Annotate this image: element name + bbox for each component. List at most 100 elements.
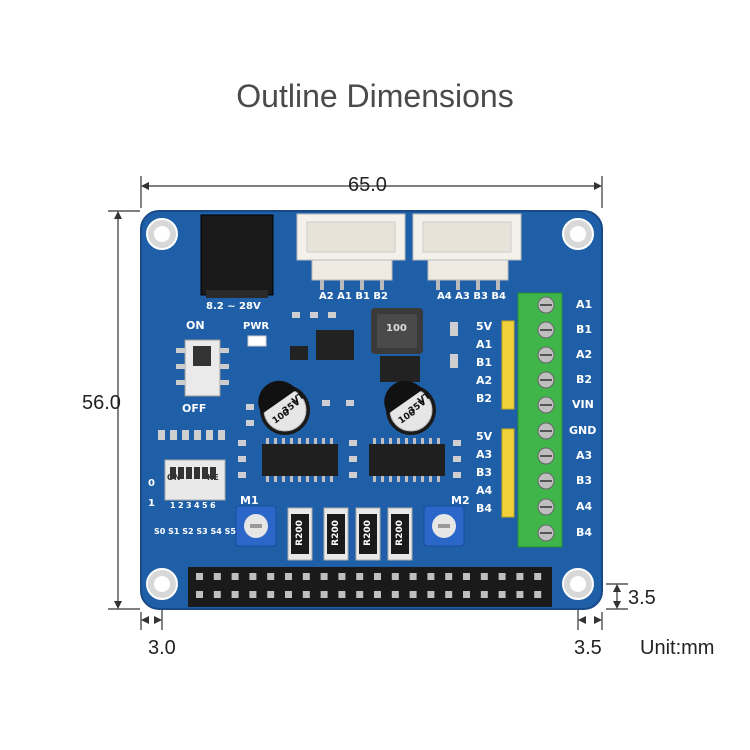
- dip-bottom-labels: S0 S1 S2 S3 S4 S5: [154, 527, 236, 536]
- inductor-label: 100: [386, 323, 407, 334]
- gpio-pin: [338, 591, 346, 598]
- header2-label-3: A4: [476, 484, 493, 497]
- terminal-label-9: B4: [576, 526, 593, 539]
- dip-num-3: 3: [186, 501, 192, 510]
- gpio-pin: [320, 573, 328, 580]
- gpio-pin: [213, 573, 221, 580]
- terminal-label-5: GND: [569, 424, 597, 437]
- header1-label-3: A2: [476, 374, 493, 387]
- gpio-pin: [498, 591, 506, 598]
- gpio-pin: [480, 573, 488, 580]
- driver-ic-left: [262, 438, 338, 482]
- gpio-header: [188, 567, 552, 607]
- unit-label: Unit:mm: [640, 637, 715, 659]
- header1-label-2: B1: [476, 356, 493, 369]
- potentiometer-m1: [235, 505, 277, 547]
- hole-offset-bottom-label: 3.5: [628, 587, 656, 609]
- header1-label-1: A1: [476, 338, 493, 351]
- width-dimension-label: 65.0: [348, 174, 387, 196]
- header2-label-2: B3: [476, 466, 493, 479]
- gpio-pin: [285, 573, 292, 580]
- terminal-label-4: VIN: [572, 398, 594, 411]
- pin-header-2: [501, 428, 515, 518]
- power-input-label: 8.2 ~ 28V: [206, 301, 261, 312]
- gpio-pin: [338, 573, 346, 580]
- gpio-pin: [374, 573, 381, 580]
- terminal-label-7: B3: [576, 474, 593, 487]
- header2-label-4: B4: [476, 502, 493, 515]
- capacitor-left: [258, 380, 310, 435]
- resistor-label-4: R200: [394, 520, 405, 546]
- connector-left-pins: A2 A1 B1 B2: [319, 291, 388, 302]
- pot-label-m1: M1: [240, 494, 259, 507]
- gpio-pin: [534, 591, 542, 598]
- terminal-label-6: A3: [576, 449, 593, 462]
- power-switch: [176, 339, 229, 397]
- resistor-label-2: R200: [330, 520, 341, 546]
- gpio-pin: [249, 591, 257, 598]
- gpio-pin: [356, 573, 364, 580]
- dip-num-2: 2: [178, 501, 184, 510]
- header1-label-0: 5V: [476, 320, 493, 333]
- dip-side-0: 0: [148, 478, 155, 489]
- pin-header-1: [501, 320, 515, 410]
- gpio-pin: [409, 591, 417, 598]
- gpio-pin: [267, 591, 275, 598]
- potentiometer-m2: [423, 505, 465, 547]
- motor-connector-left: [296, 213, 406, 290]
- gpio-pin: [196, 573, 203, 580]
- resistor-label-3: R200: [362, 520, 373, 546]
- gpio-pin: [391, 591, 399, 598]
- gpio-pin: [445, 591, 453, 598]
- gpio-pin: [302, 573, 310, 580]
- driver-ic-right: [369, 438, 445, 482]
- dc-jack: [200, 214, 274, 296]
- gpio-pin: [463, 573, 470, 580]
- gpio-pin: [196, 591, 203, 598]
- gpio-pin: [409, 573, 417, 580]
- hole-offset-right-label: 3.5: [574, 637, 602, 659]
- sense-resistors: [287, 507, 413, 561]
- gpio-pin: [427, 573, 435, 580]
- gpio-pin: [463, 591, 470, 598]
- terminal-label-0: A1: [576, 298, 593, 311]
- dip-num-4: 4: [194, 501, 200, 510]
- gpio-pin: [534, 573, 542, 580]
- pwr-led-label: PWR: [243, 321, 270, 332]
- page-title: Outline Dimensions: [236, 78, 514, 114]
- gpio-pin: [320, 591, 328, 598]
- gpio-pin: [427, 591, 435, 598]
- dip-ke-label: KE: [207, 473, 219, 482]
- gpio-pin: [231, 591, 239, 598]
- regulator-ic: [316, 330, 354, 360]
- gpio-pin: [267, 573, 275, 580]
- terminal-label-2: A2: [576, 348, 593, 361]
- gpio-pin: [231, 573, 239, 580]
- gpio-pin: [249, 573, 257, 580]
- height-dimension-label: 56.0: [82, 392, 121, 414]
- dip-side-1: 1: [148, 498, 155, 509]
- dip-num-5: 5: [202, 501, 208, 510]
- resistor-label-1: R200: [294, 520, 305, 546]
- terminal-label-8: A4: [576, 500, 593, 513]
- gpio-pin: [213, 591, 221, 598]
- gpio-pin: [480, 591, 488, 598]
- gpio-pin: [374, 591, 381, 598]
- gpio-pin: [285, 591, 292, 598]
- smd-passives: [158, 312, 461, 478]
- dimension-arrows: [114, 182, 621, 624]
- header2-label-0: 5V: [476, 430, 493, 443]
- small-ic: [290, 346, 308, 360]
- gpio-pin: [498, 573, 506, 580]
- gpio-pin: [445, 573, 453, 580]
- switch-off-label: OFF: [182, 402, 207, 415]
- terminal-label-3: B2: [576, 373, 593, 386]
- terminal-label-1: B1: [576, 323, 593, 336]
- header1-label-4: B2: [476, 392, 493, 405]
- capacitor-right: [384, 380, 436, 435]
- dip-num-1: 1: [170, 501, 176, 510]
- motor-connector-right: [412, 213, 522, 290]
- switch-on-label: ON: [186, 319, 205, 332]
- gpio-pin: [302, 591, 310, 598]
